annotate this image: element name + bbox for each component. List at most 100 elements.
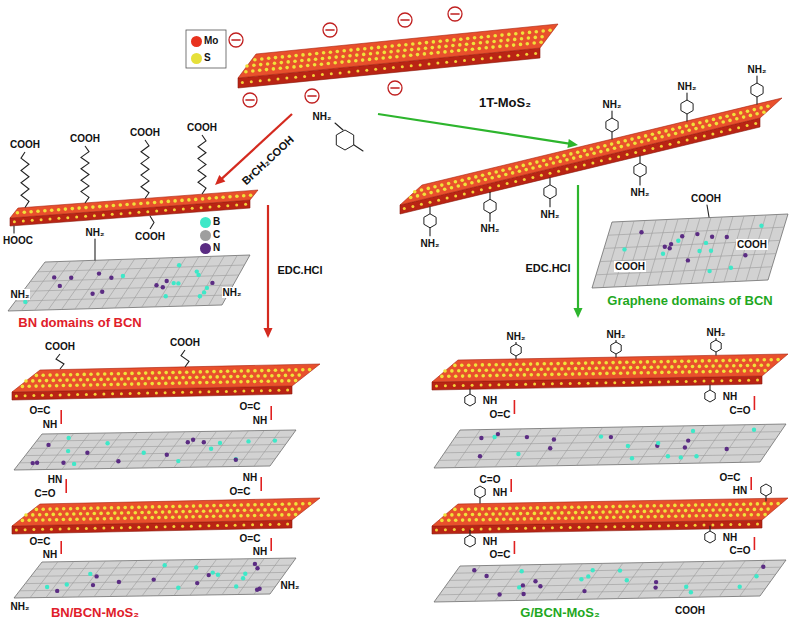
dopant-atom (709, 249, 713, 253)
dopant-atom (165, 279, 169, 283)
sulfur-atom (680, 360, 684, 364)
sulfur-atom (760, 508, 764, 512)
sulfur-atom (619, 371, 623, 375)
lattice-line (719, 425, 745, 463)
sulfur-atom (530, 373, 534, 377)
sulfur-atom (277, 389, 280, 392)
sulfur-atom (328, 56, 332, 60)
sulfur-atom (445, 61, 448, 64)
sulfur-atom (103, 372, 107, 376)
sulfur-atom (643, 366, 647, 370)
sulfur-atom (660, 145, 663, 148)
sulfur-atom (507, 33, 511, 37)
sulfur-atom (739, 508, 743, 512)
reaction-arrow (378, 114, 578, 148)
sulfur-atom (686, 139, 689, 142)
lattice-line (62, 433, 90, 469)
mos2-face (10, 190, 258, 218)
group-label: COOH (134, 231, 166, 242)
sulfur-atom (493, 34, 497, 38)
sulfur-atom (667, 371, 671, 375)
sulfur-atom (172, 525, 175, 528)
dopant-atom (154, 283, 158, 287)
sulfur-atom (267, 379, 271, 383)
dopant-atom (479, 436, 483, 440)
sulfur-atom (605, 372, 609, 376)
sulfur-atom (226, 370, 230, 374)
sulfur-atom (474, 507, 478, 511)
sulfur-atom (523, 178, 526, 181)
sulfur-atom (643, 510, 647, 514)
sulfur-atom (505, 368, 509, 372)
sulfur-atom (103, 383, 107, 387)
sulfur-atom (48, 507, 52, 511)
sulfur-atom (260, 514, 264, 518)
dopant-atom (176, 586, 180, 590)
sulfur-atom (571, 372, 575, 376)
sulfur-atom (484, 178, 488, 182)
charge-symbol (323, 23, 337, 37)
sulfur-atom (277, 523, 280, 526)
sulfur-atom (694, 524, 697, 527)
sulfur-atom (65, 512, 69, 516)
sulfur-atom (269, 523, 272, 526)
sulfur-atom (629, 510, 633, 514)
group-label: NH₂ (602, 99, 623, 110)
dopant-atom (211, 570, 215, 574)
sulfur-atom (488, 518, 492, 522)
sulfur-atom (658, 380, 661, 383)
sulfur-atom (491, 45, 495, 49)
sulfur-atom (598, 516, 602, 520)
dopant-atom (255, 566, 259, 570)
lattice-line (691, 218, 711, 284)
lattice-line (577, 563, 603, 599)
sulfur-atom (585, 516, 589, 520)
sulfur-atom (41, 518, 45, 522)
sulfur-atom (336, 50, 340, 54)
sulfur-atom (488, 507, 492, 511)
sulfur-atom (233, 369, 237, 373)
lattice-line (110, 433, 137, 469)
sulfur-atom (356, 48, 360, 52)
dopant-atom (548, 446, 552, 450)
sulfur-atom (57, 217, 60, 220)
sulfur-atom (75, 384, 79, 388)
sulfur-atom (301, 53, 305, 57)
dopant-atom (253, 562, 257, 566)
sulfur-atom (396, 49, 400, 53)
sulfur-atom (474, 363, 478, 367)
lattice-line (516, 565, 542, 601)
lattice-line (128, 258, 160, 308)
sulfur-atom (443, 369, 447, 373)
sulfur-atom (722, 514, 726, 518)
sulfur-atom (708, 503, 712, 507)
sulfur-atom (630, 137, 634, 141)
sulfur-atom (424, 47, 428, 51)
sulfur-atom (58, 513, 62, 517)
sulfur-atom (474, 175, 478, 179)
sulfur-atom (147, 511, 151, 515)
bond-line (515, 342, 516, 344)
sulfur-atom (625, 505, 629, 509)
sulfur-atom (75, 518, 79, 522)
sulfur-atom (219, 380, 223, 384)
sulfur-atom (705, 119, 709, 123)
sulfur-atom (181, 525, 184, 528)
sulfur-atom (201, 197, 205, 201)
sulfur-atom (721, 359, 725, 363)
sulfur-atom (32, 394, 35, 397)
dopant-atom (241, 576, 245, 580)
lattice-line (439, 589, 765, 595)
sulfur-atom (454, 518, 458, 522)
sulfur-atom (216, 390, 219, 393)
lattice-line (617, 563, 643, 599)
sulfur-atom (76, 507, 80, 511)
sulfur-atom (639, 504, 643, 508)
sulfur-atom (146, 526, 149, 529)
sulfur-atom (411, 42, 415, 46)
lattice-line (556, 564, 582, 600)
lattice-line (603, 222, 623, 288)
sulfur-atom (557, 170, 560, 173)
dopant-atom (69, 276, 73, 280)
dopant-atom (626, 444, 630, 448)
